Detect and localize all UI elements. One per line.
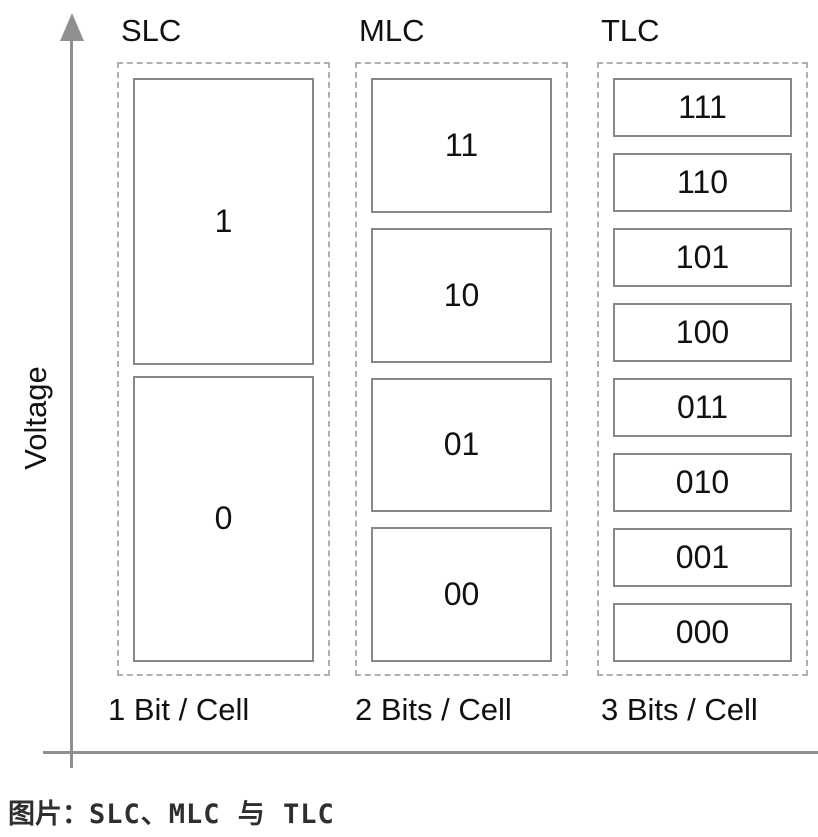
column-tlc-cells: 111 110 101 100 011 010 001 000 [613, 78, 792, 662]
voltage-level-cell: 100 [613, 303, 792, 362]
column-tlc-header: TLC [601, 13, 660, 48]
column-mlc: MLC 11 10 01 00 2 Bits / Cell [355, 0, 568, 760]
voltage-level-cell: 001 [613, 528, 792, 587]
column-slc-footer: 1 Bit / Cell [108, 692, 250, 727]
voltage-level-cell: 01 [371, 377, 552, 513]
voltage-level-cell: 11 [371, 78, 552, 213]
voltage-level-cell: 00 [371, 527, 552, 662]
column-mlc-header: MLC [359, 13, 425, 48]
voltage-level-cell: 10 [371, 227, 552, 363]
column-mlc-footer: 2 Bits / Cell [355, 692, 512, 727]
caption-prefix: 图片： [8, 799, 89, 829]
voltage-level-cell: 0 [133, 375, 314, 662]
column-tlc: TLC 111 110 101 100 011 010 001 000 3 Bits / Ce… [597, 0, 808, 760]
voltage-level-cell: 000 [613, 603, 792, 662]
column-mlc-dashed-frame: 11 10 01 00 [355, 62, 568, 676]
y-axis-arrow-icon [60, 13, 84, 41]
column-tlc-footer: 3 Bits / Cell [601, 692, 758, 727]
figure-caption: 图片：SLC、MLC 与 TLC [8, 792, 335, 831]
x-axis-line [43, 751, 818, 754]
column-tlc-dashed-frame: 111 110 101 100 011 010 001 000 [597, 62, 808, 676]
voltage-level-cell: 111 [613, 78, 792, 137]
voltage-level-cell: 1 [133, 78, 314, 365]
column-mlc-cells: 11 10 01 00 [371, 78, 552, 662]
voltage-level-cell: 101 [613, 228, 792, 287]
y-axis-label: Voltage [18, 366, 53, 470]
caption-title: SLC、MLC 与 TLC [89, 799, 335, 830]
y-axis-line [70, 38, 73, 768]
voltage-level-cell: 010 [613, 453, 792, 512]
voltage-level-cell: 011 [613, 378, 792, 437]
voltage-level-cell: 110 [613, 153, 792, 212]
column-slc-header: SLC [121, 13, 182, 48]
